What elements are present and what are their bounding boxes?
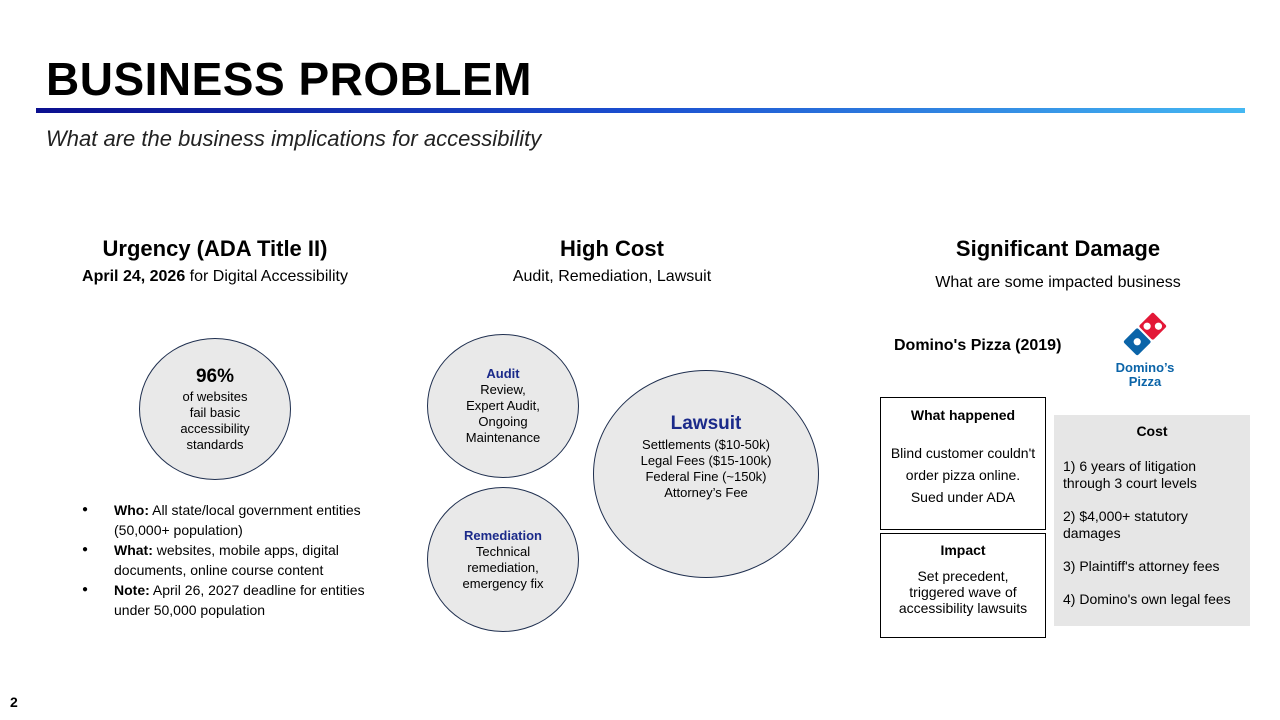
cost-item: 3) Plaintiff's attorney fees (1063, 558, 1220, 574)
lawsuit-title: Lawsuit (670, 413, 742, 434)
damage-header: Significant Damage What are some impacte… (900, 236, 1216, 292)
remediation-line: remediation, (467, 559, 539, 575)
bullet-label: Note: (114, 582, 150, 598)
bullet-note: Note: April 26, 2027 deadline for entiti… (82, 580, 382, 620)
what-happened-title: What happened (910, 407, 1016, 423)
cost-item: 2) $4,000+ statutory damages (1063, 508, 1188, 541)
slide-title: BUSINESS PROBLEM (46, 53, 532, 105)
lawsuit-line: Attorney’s Fee (664, 485, 748, 500)
what-happened-text: Blind customer couldn't order pizza onli… (890, 445, 1036, 505)
remediation-line: emergency fix (462, 575, 544, 591)
bullet-text: All state/local government entities (50,… (114, 502, 361, 538)
urgency-date: April 24, 2026 (82, 268, 186, 285)
cost-title: Cost (1136, 423, 1168, 439)
urgency-heading: Urgency (ADA Title II) (102, 236, 328, 261)
bullet-text: websites, mobile apps, digital documents… (114, 542, 339, 578)
case-title: Domino's Pizza (2019) (894, 337, 1062, 354)
cost-box: Cost 1) 6 years of litigation through 3 … (1054, 415, 1250, 626)
audit-line: Ongoing (478, 414, 528, 429)
audit-line: Expert Audit, (466, 398, 540, 413)
stat-line: of websites (182, 389, 248, 404)
stat-circle: 96% of websites fail basic accessibility… (139, 338, 291, 480)
page-number: 2 (10, 694, 18, 710)
title-underline (36, 108, 1245, 113)
bullet-text: April 26, 2027 deadline for entities und… (114, 582, 365, 618)
urgency-date-rest: for Digital Accessibility (185, 268, 348, 285)
remediation-title: Remediation (463, 527, 542, 543)
stat-value: 96% (195, 366, 235, 387)
stat-line: standards (186, 437, 244, 452)
damage-sub: What are some impacted business (935, 274, 1181, 291)
dominos-logo-icon: Domino’s Pizza (1116, 310, 1175, 389)
slide-subtitle: What are the business implications for a… (46, 126, 542, 151)
cost-item: 1) 6 years of litigation through 3 court… (1063, 458, 1197, 491)
bullet-who: Who: All state/local government entities… (82, 500, 382, 540)
stat-line: fail basic (189, 405, 241, 420)
impact-box: Impact Set precedent, triggered wave of … (880, 533, 1046, 638)
urgency-date-line: April 24, 2026 for Digital Accessibility (40, 268, 390, 286)
urgency-bullets: Who: All state/local government entities… (82, 500, 382, 620)
what-happened-box: What happened Blind customer couldn't or… (880, 397, 1046, 530)
impact-text: Set precedent, triggered wave of accessi… (898, 568, 1028, 616)
audit-line: Maintenance (465, 430, 541, 445)
audit-line: Review, (480, 382, 526, 397)
dominos-logo: Domino’s Pizza (1110, 304, 1180, 390)
cost-header: High Cost Audit, Remediation, Lawsuit (462, 236, 762, 286)
logo-word: Domino’s (1116, 360, 1175, 375)
damage-heading: Significant Damage (955, 236, 1161, 261)
remediation-line: Technical (475, 543, 531, 559)
audit-circle: Audit Review, Expert Audit, Ongoing Main… (427, 334, 579, 478)
bullet-what: What: websites, mobile apps, digital doc… (82, 540, 382, 580)
cost-sub: Audit, Remediation, Lawsuit (512, 268, 712, 285)
audit-title: Audit (486, 366, 520, 381)
lawsuit-line: Federal Fine (~150k) (645, 469, 767, 484)
remediation-circle: Remediation Technical remediation, emerg… (427, 487, 579, 632)
bullet-label: Who: (114, 502, 149, 518)
logo-word: Pizza (1129, 374, 1162, 389)
bullet-label: What: (114, 542, 153, 558)
cost-item: 4) Domino's own legal fees (1063, 591, 1231, 607)
lawsuit-circle: Lawsuit Settlements ($10-50k) Legal Fees… (593, 370, 819, 578)
stat-line: accessibility (180, 421, 250, 436)
impact-title: Impact (940, 542, 986, 558)
lawsuit-line: Legal Fees ($15-100k) (640, 453, 772, 468)
lawsuit-line: Settlements ($10-50k) (642, 437, 770, 452)
cost-heading: High Cost (560, 236, 664, 261)
urgency-header: Urgency (ADA Title II) April 24, 2026 fo… (40, 236, 390, 286)
